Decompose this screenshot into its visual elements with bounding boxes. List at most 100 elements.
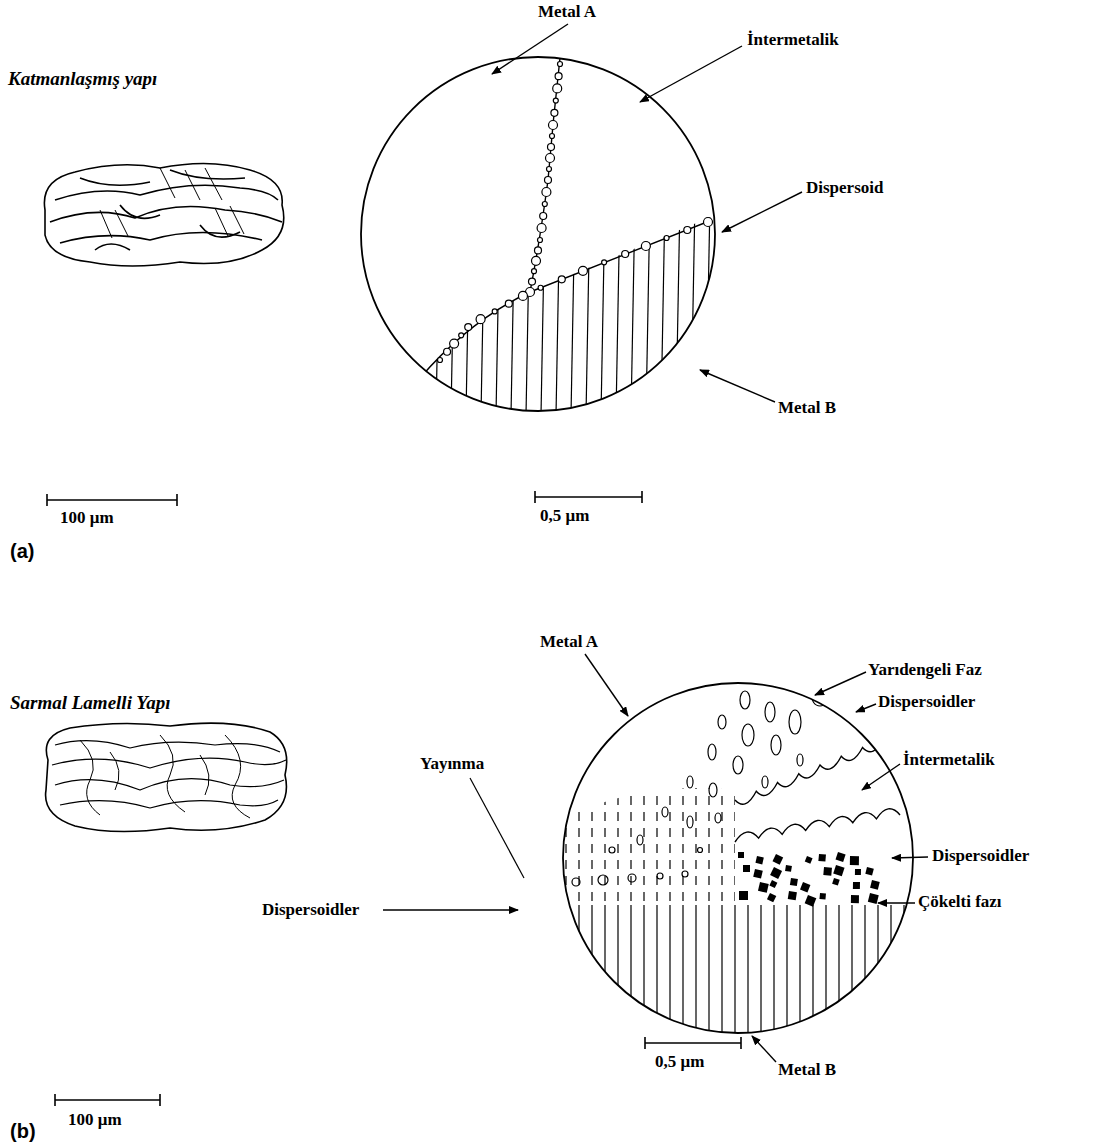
dispersoid (641, 242, 650, 251)
part-label: 100 μm (60, 508, 114, 528)
hatch-line (391, 200, 395, 415)
hatch-line (406, 200, 410, 415)
hatch-line (586, 200, 590, 415)
dispersoid (538, 238, 543, 243)
part-label: Çökelti fazı (918, 892, 1002, 912)
dispersoid (537, 224, 546, 233)
dispersoid (551, 109, 558, 116)
diffusion-line (617, 780, 618, 905)
hatch-line (838, 905, 839, 1040)
structure-title: Katmanlaşmış yapı (8, 68, 157, 90)
dispersoid (450, 339, 459, 348)
precipitate (788, 891, 797, 900)
diffusion-line (708, 780, 709, 905)
part-label: Dispersoidler (262, 900, 359, 920)
part-label: İntermetalik (903, 750, 995, 770)
dispersoid (578, 266, 587, 275)
part-label: Yarıdengeli Faz (868, 660, 982, 680)
precipitate (743, 865, 750, 872)
precipitate (851, 895, 859, 903)
dispersoid (518, 291, 527, 300)
precipitate (805, 895, 817, 907)
hatch-line (691, 200, 695, 415)
part-label: İntermetalik (747, 30, 839, 50)
part-label: Metal A (538, 2, 596, 22)
panel-label: (a) (10, 540, 34, 563)
diffusion-line (734, 780, 735, 905)
hatch-line (466, 200, 470, 415)
part-label: Metal A (540, 632, 598, 652)
hatch-line (565, 905, 566, 1040)
precipitate (805, 856, 813, 864)
precipitate (855, 869, 861, 875)
diffusion-line (630, 780, 631, 905)
part-label: 100 μm (68, 1110, 122, 1130)
diffusion-line (682, 780, 683, 905)
dispersoid (553, 98, 558, 103)
hatch-line (617, 905, 618, 1040)
dispersoid (553, 84, 562, 93)
hatch-line (864, 905, 865, 1040)
dispersoid (548, 144, 555, 151)
diffusion-line (643, 780, 644, 905)
hatch-line (799, 905, 800, 1040)
precipitate (818, 854, 826, 862)
dispersoid (664, 236, 669, 241)
dispersoid (622, 251, 629, 258)
dispersoid (542, 188, 551, 197)
hatch-line (890, 905, 891, 1040)
hatch-line (630, 905, 631, 1040)
scale-bar (535, 496, 642, 498)
precipitate (769, 880, 777, 888)
scale-bar (55, 1099, 160, 1101)
part-label: 0,5 μm (655, 1052, 704, 1072)
hatch-line (436, 200, 440, 415)
hatch-line (773, 905, 774, 1040)
hatch-line (721, 905, 722, 1040)
precipitate (770, 867, 782, 879)
hatch-line (734, 905, 735, 1040)
diffusion-line (591, 780, 592, 905)
dispersoid (532, 269, 537, 274)
dispersoid (555, 73, 562, 80)
hatch-line (851, 905, 852, 1040)
precipitate (753, 869, 763, 879)
hatch-line (526, 200, 530, 415)
leader-line (383, 654, 928, 1062)
diffusion-line (578, 780, 579, 905)
part-label: Yayınma (420, 754, 484, 774)
diffusion-line (721, 780, 722, 905)
hatch-line (591, 905, 592, 1040)
dispersoid (549, 121, 558, 130)
hatch-line (616, 200, 620, 415)
dispersoid (545, 177, 552, 184)
micro-view (361, 57, 715, 415)
precipitate (739, 891, 748, 900)
precipitate (785, 865, 792, 872)
precipitate (823, 867, 832, 876)
leader-line (492, 24, 802, 402)
micro-view (563, 682, 913, 1040)
hatch-line (825, 905, 826, 1040)
precipitate (790, 878, 798, 886)
part-label: Dispersoidler (878, 692, 975, 712)
panel-label: (b) (10, 1120, 36, 1143)
diffusion-line (604, 780, 605, 905)
hatch-line (643, 905, 644, 1040)
precipitate (850, 856, 859, 865)
precipitate (800, 882, 810, 892)
dispersoid (542, 202, 547, 207)
hatch-line (708, 905, 709, 1040)
dispersoid (704, 218, 713, 227)
hatch-line (695, 905, 696, 1040)
structure-title: Sarmal Lamelli Yapı (10, 692, 170, 714)
hatch-line (786, 905, 787, 1040)
hatch-line (812, 905, 813, 1040)
hatch-line (646, 200, 650, 415)
dispersoid (459, 333, 464, 338)
scale-bar (47, 499, 177, 501)
dispersoid (529, 278, 536, 285)
hatch-line (706, 200, 710, 415)
part-label: 0,5 μm (540, 506, 589, 526)
